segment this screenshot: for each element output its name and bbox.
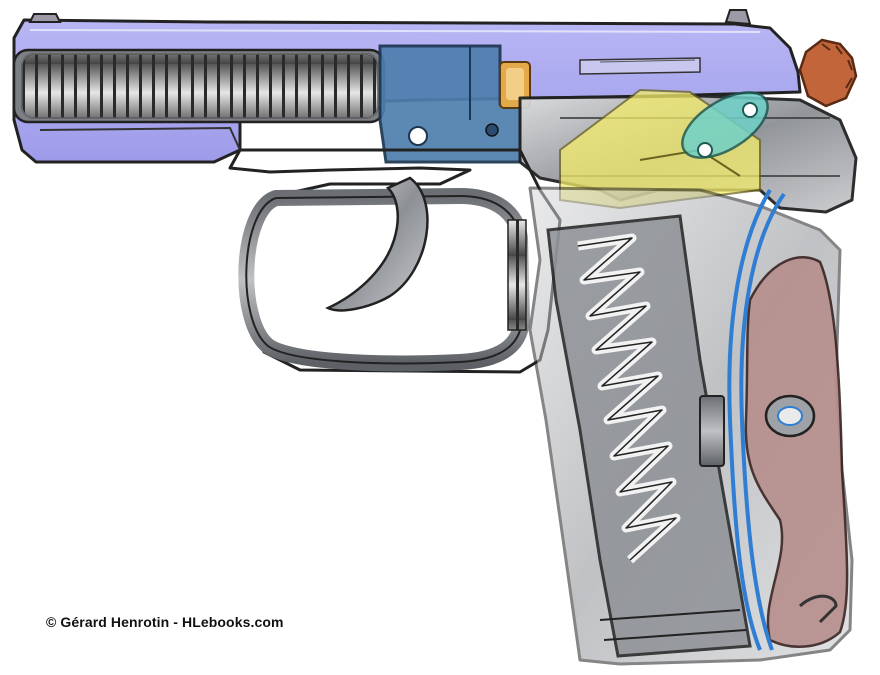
magazine	[546, 214, 752, 658]
magazine-catch	[699, 395, 725, 467]
hammer	[798, 38, 858, 108]
lanyard-loop	[799, 594, 838, 624]
mainspring	[727, 188, 786, 651]
copyright-credit: © Gérard Henrotin - HLebooks.com	[46, 614, 284, 630]
breech-block	[378, 44, 522, 164]
trigger-spring	[507, 219, 527, 331]
trigger	[325, 176, 429, 312]
barrel-spring	[12, 48, 386, 124]
front-sight	[28, 13, 62, 23]
rear-sight	[724, 9, 752, 26]
grip-screw	[764, 394, 816, 438]
cam-part	[681, 91, 769, 159]
grip-panel	[744, 256, 849, 648]
